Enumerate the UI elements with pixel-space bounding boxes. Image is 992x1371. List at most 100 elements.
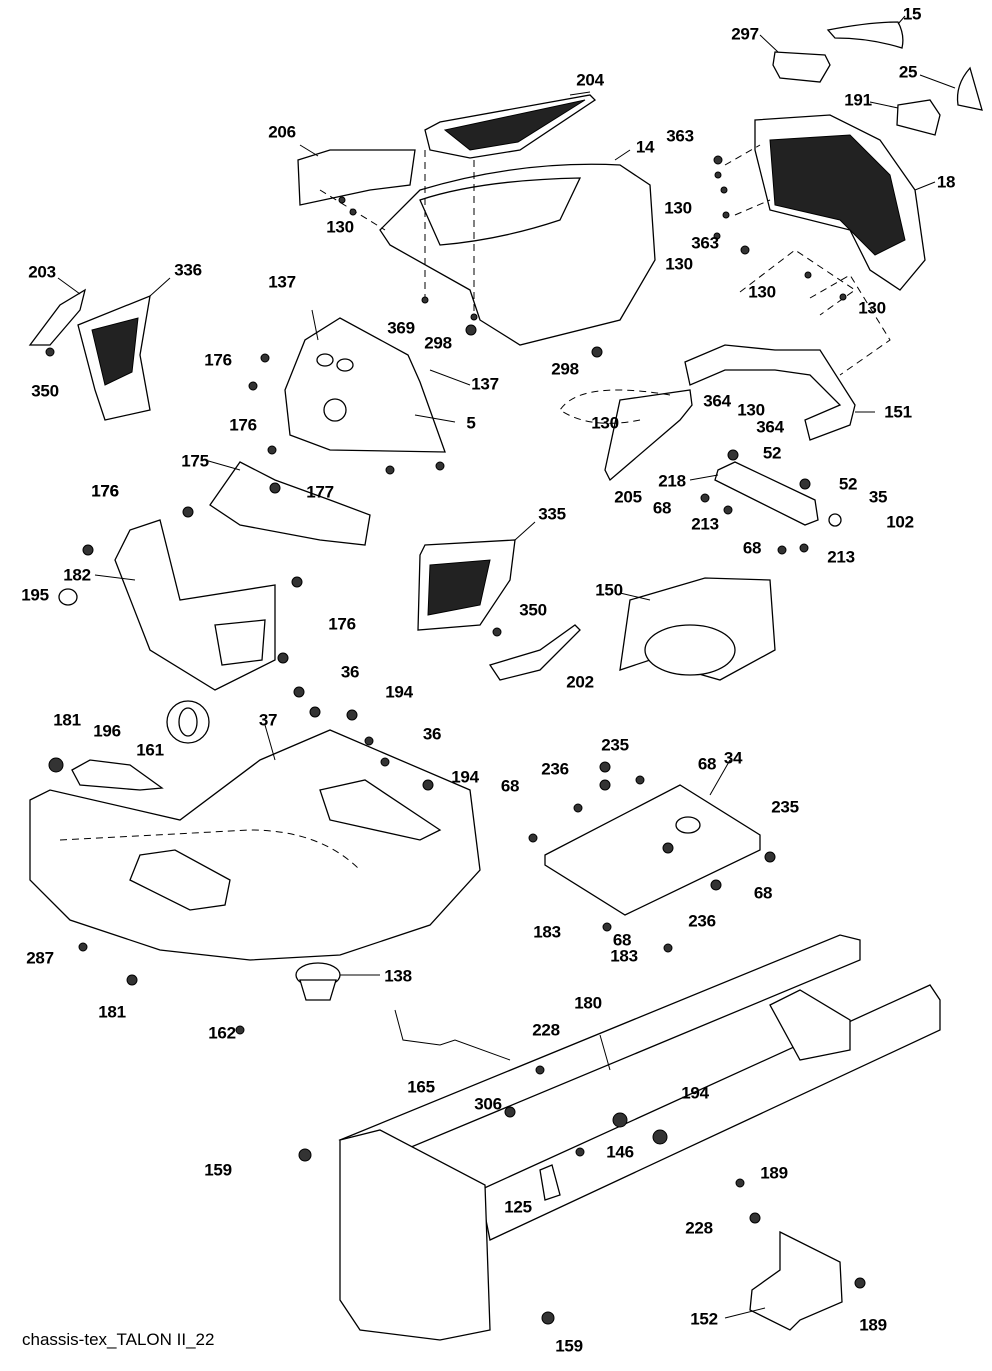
- part-label-nut[interactable]: 52: [838, 474, 858, 494]
- part-label-nut[interactable]: 236: [541, 759, 569, 779]
- bracket-125[interactable]: [539, 1164, 561, 1201]
- part-label-hood[interactable]: 14: [635, 137, 655, 157]
- part-label-bolt[interactable]: 36: [422, 724, 442, 744]
- frame-180[interactable]: [338, 934, 941, 1341]
- part-label-nut[interactable]: 236: [688, 911, 716, 931]
- part-label-bolt[interactable]: 36: [340, 662, 360, 682]
- hood-bracket-151[interactable]: [684, 344, 875, 441]
- part-label-screw[interactable]: 287: [26, 948, 54, 968]
- part-label-headlight-lens-right[interactable]: 15: [902, 4, 922, 24]
- part-label-bumper[interactable]: 228: [685, 1218, 713, 1238]
- part-label-screw[interactable]: 176: [328, 614, 356, 634]
- part-label-hood-inner-bracket[interactable]: 206: [268, 122, 296, 142]
- part-label-front-grille[interactable]: 18: [936, 172, 956, 192]
- part-label-decal[interactable]: 161: [136, 740, 164, 760]
- part-label-screw[interactable]: 130: [748, 282, 776, 302]
- part-label-screw[interactable]: 130: [664, 198, 692, 218]
- headlight-housing-191[interactable]: [869, 99, 941, 136]
- part-label-spacer[interactable]: 235: [601, 735, 629, 755]
- part-label-screw[interactable]: 130: [326, 217, 354, 237]
- side-lens-25[interactable]: [919, 66, 983, 111]
- part-label-hood-grille-top[interactable]: 204: [576, 70, 604, 90]
- part-label-push-nut[interactable]: 350: [519, 600, 547, 620]
- part-label-side-panel-right[interactable]: 205: [614, 487, 642, 507]
- seat-plate-34[interactable]: [544, 759, 761, 916]
- part-label-bushing[interactable]: 181: [98, 1002, 126, 1022]
- part-label-bolt[interactable]: 68: [652, 498, 672, 518]
- side-panel-205[interactable]: [559, 389, 693, 482]
- part-label-bolt[interactable]: 68: [612, 930, 632, 950]
- part-label-fender[interactable]: 37: [258, 710, 278, 730]
- part-label-bolt[interactable]: 183: [610, 946, 638, 966]
- fender-37[interactable]: [29, 724, 481, 961]
- footrest-pad-196[interactable]: [71, 759, 164, 791]
- part-label-screw[interactable]: 130: [737, 400, 765, 420]
- part-label-bolt[interactable]: 183: [533, 922, 561, 942]
- hood-grille-204[interactable]: [424, 91, 597, 159]
- part-label-lower-dash[interactable]: 182: [63, 565, 91, 585]
- part-label-nut[interactable]: 194: [681, 1083, 709, 1103]
- part-label-cotter-pin[interactable]: 102: [886, 512, 914, 532]
- part-label-nut[interactable]: 298: [424, 333, 452, 353]
- rod-165[interactable]: [394, 1009, 511, 1061]
- part-label-headlight-housing[interactable]: 191: [844, 90, 872, 110]
- part-label-screw[interactable]: 162: [208, 1023, 236, 1043]
- part-label-screw[interactable]: 130: [665, 254, 693, 274]
- part-label-hood-pin[interactable]: 137: [268, 272, 296, 292]
- part-label-clip-nut[interactable]: 363: [691, 233, 719, 253]
- part-label-nut[interactable]: 306: [474, 1094, 502, 1114]
- hood-pivot-bracket-218[interactable]: [689, 461, 819, 526]
- part-label-side-grille-right[interactable]: 335: [538, 504, 566, 524]
- part-label-bolt[interactable]: 68: [697, 754, 717, 774]
- part-label-footrest-pad[interactable]: 196: [93, 721, 121, 741]
- part-label-bumper[interactable]: 228: [532, 1020, 560, 1040]
- part-label-bracket[interactable]: 125: [504, 1197, 532, 1217]
- part-label-side-trim-right[interactable]: 202: [566, 672, 594, 692]
- part-label-screw[interactable]: 176: [91, 481, 119, 501]
- part-label-hood-bracket[interactable]: 151: [884, 402, 912, 422]
- part-label-screw[interactable]: 364: [756, 417, 784, 437]
- part-label-hood-pin[interactable]: 137: [471, 374, 499, 394]
- part-label-rod[interactable]: 165: [407, 1077, 435, 1097]
- part-label-dash-panel[interactable]: 5: [466, 413, 476, 433]
- part-label-nut[interactable]: 298: [551, 359, 579, 379]
- part-label-bolt[interactable]: 213: [827, 547, 855, 567]
- part-label-screw[interactable]: 130: [591, 413, 619, 433]
- part-label-bolt[interactable]: 189: [760, 1163, 788, 1183]
- part-label-headlight-bulb-housing[interactable]: 297: [731, 24, 759, 44]
- part-label-hood-pivot-bracket[interactable]: 218: [658, 471, 686, 491]
- part-label-grommet[interactable]: 177: [306, 482, 334, 502]
- part-label-spacer[interactable]: 235: [771, 797, 799, 817]
- part-label-plug[interactable]: 146: [606, 1142, 634, 1162]
- part-label-bolt[interactable]: 68: [500, 776, 520, 796]
- part-label-side-lens[interactable]: 25: [898, 62, 918, 82]
- decal-161[interactable]: [166, 700, 210, 744]
- front-grille-18[interactable]: [754, 114, 936, 291]
- part-label-bolt[interactable]: 159: [204, 1160, 232, 1180]
- part-label-bolt[interactable]: 68: [742, 538, 762, 558]
- part-label-bolt[interactable]: 189: [859, 1315, 887, 1335]
- part-label-frame[interactable]: 180: [574, 993, 602, 1013]
- part-label-plug[interactable]: 195: [21, 585, 49, 605]
- part-label-clip-nut[interactable]: 363: [666, 126, 694, 146]
- dash-panel-5[interactable]: [284, 317, 456, 453]
- part-label-fuel-tank-shroud[interactable]: 150: [595, 580, 623, 600]
- part-label-seat-plate[interactable]: 34: [723, 748, 743, 768]
- hood-14[interactable]: [379, 149, 656, 346]
- part-label-screw[interactable]: 176: [229, 415, 257, 435]
- side-panel-336[interactable]: [77, 277, 171, 421]
- part-label-bolt[interactable]: 159: [555, 1336, 583, 1356]
- dash-bracket-175[interactable]: [204, 459, 371, 546]
- cup-holder-138[interactable]: [295, 962, 380, 1001]
- side-trim-203[interactable]: [28, 277, 87, 346]
- part-label-side-panel-left[interactable]: 336: [174, 260, 202, 280]
- part-label-screw[interactable]: 369: [387, 318, 415, 338]
- guard-152[interactable]: [724, 1230, 843, 1331]
- headlight-housing-297[interactable]: [759, 34, 831, 83]
- part-label-bolt[interactable]: 213: [691, 514, 719, 534]
- part-label-nut[interactable]: 52: [762, 443, 782, 463]
- part-label-nut[interactable]: 194: [385, 682, 413, 702]
- part-label-cup-holder[interactable]: 138: [384, 966, 412, 986]
- part-label-push-nut[interactable]: 350: [31, 381, 59, 401]
- fuel-tank-shroud-150[interactable]: [619, 577, 776, 681]
